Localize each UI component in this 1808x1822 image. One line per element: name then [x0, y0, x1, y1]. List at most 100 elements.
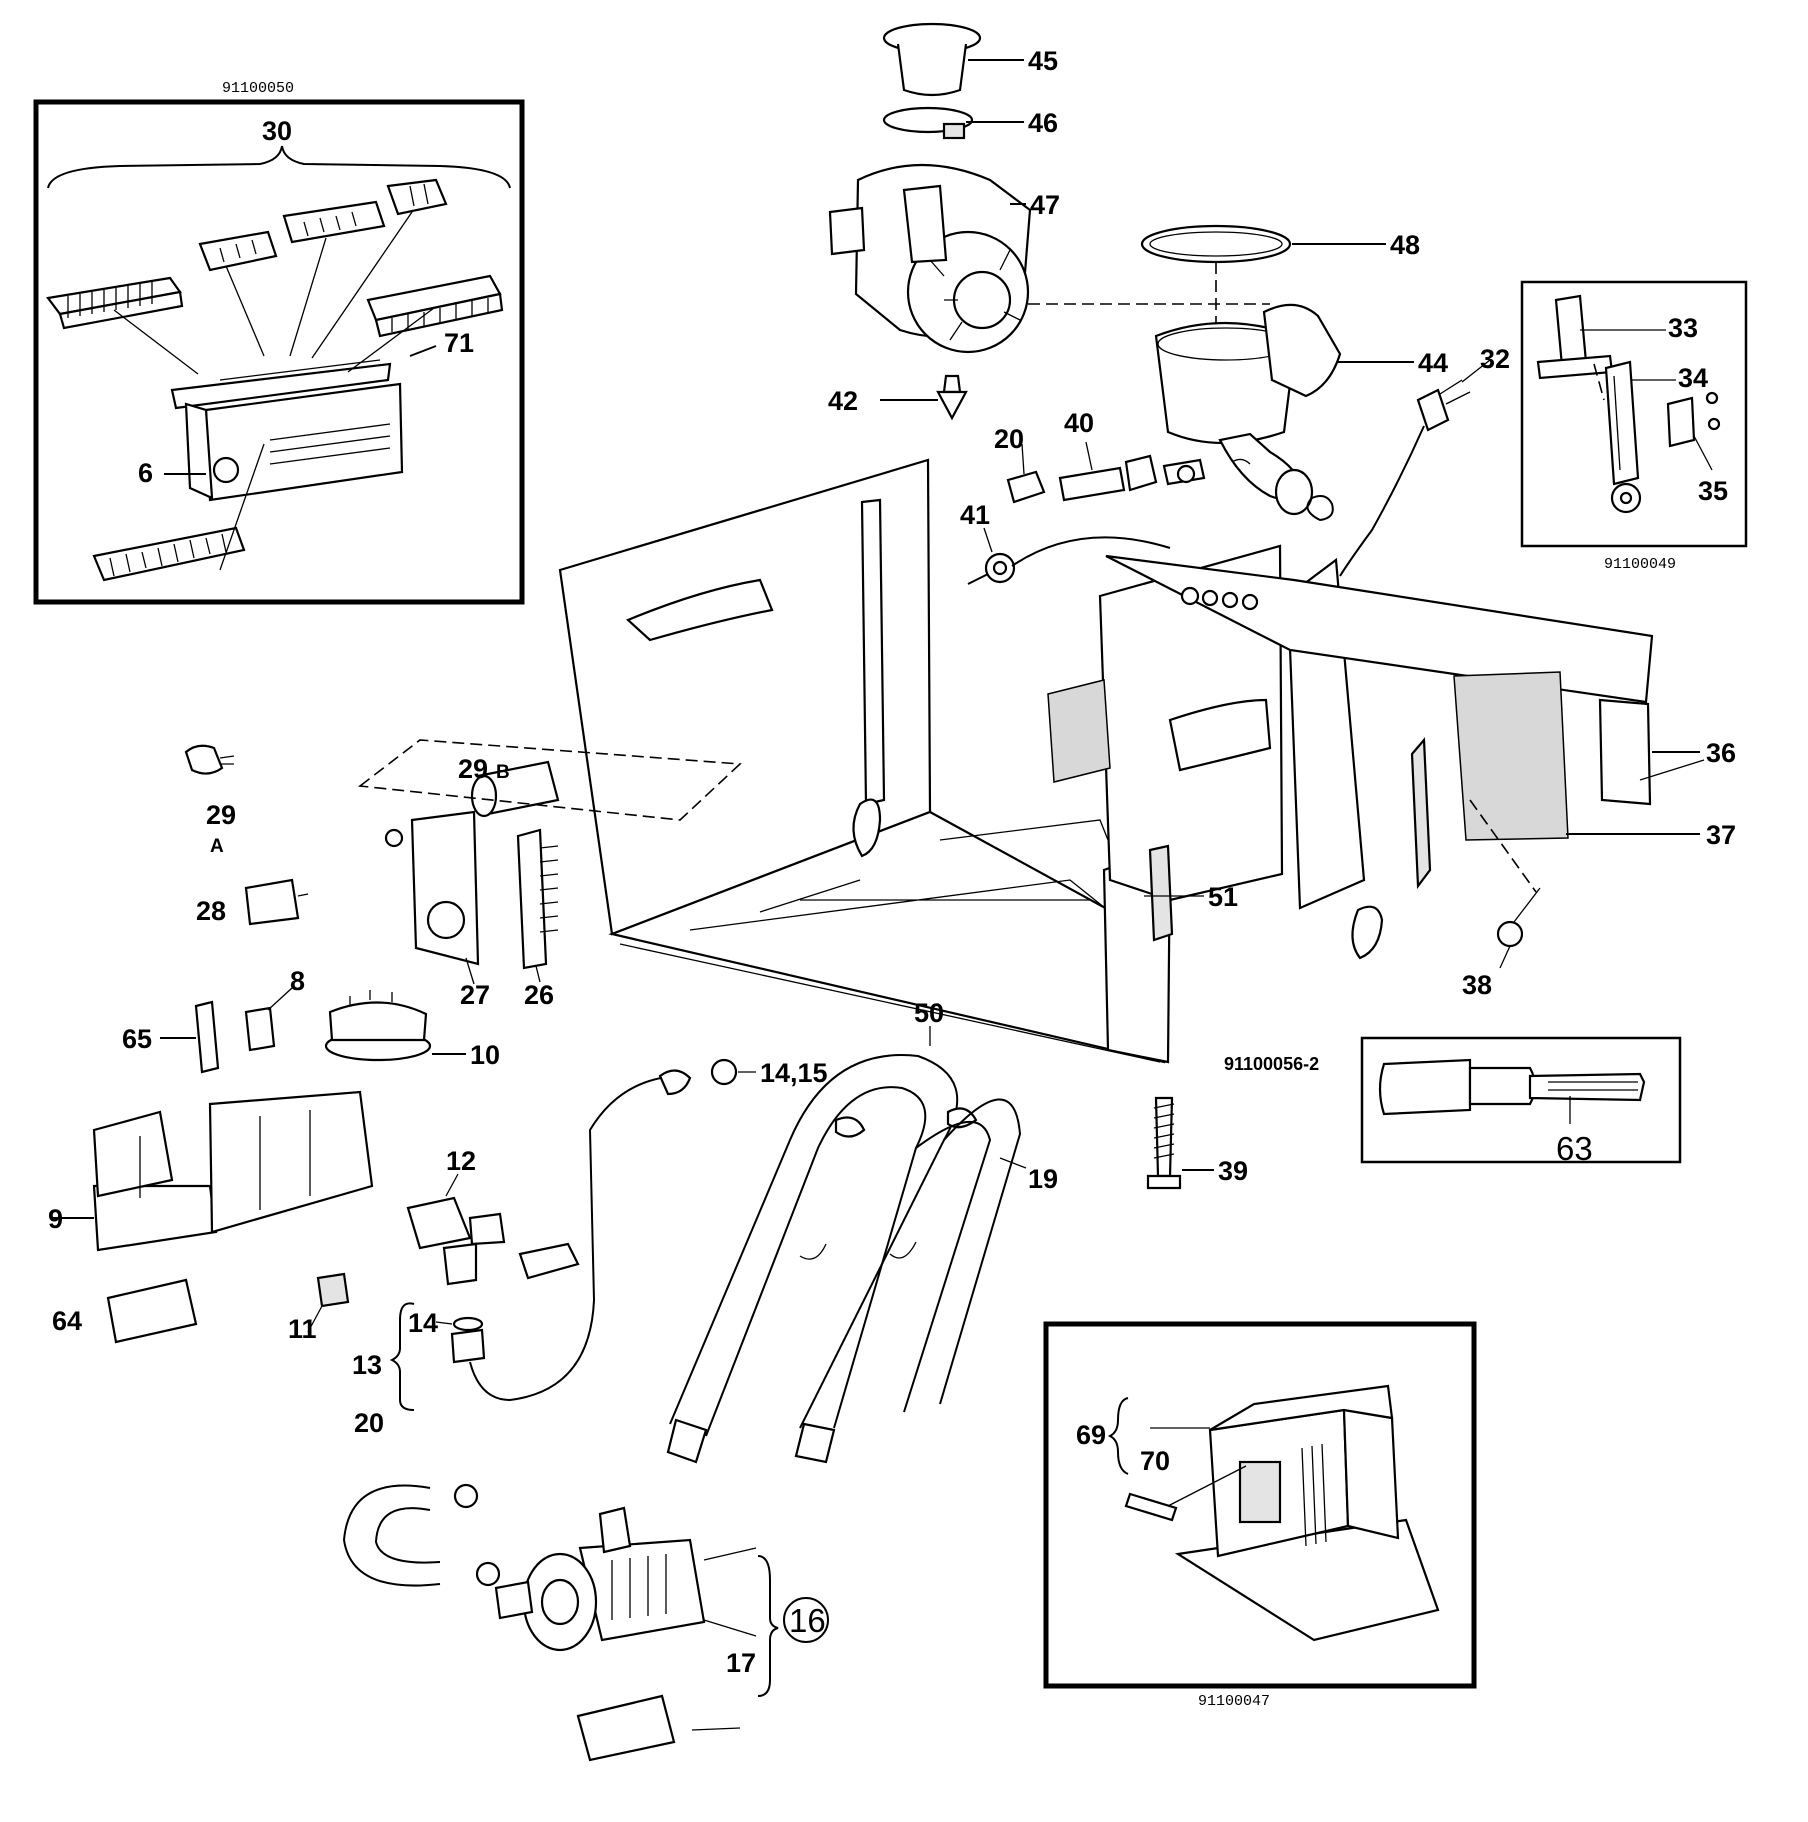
transformer-inset-frame [1043, 1321, 1477, 1689]
drain-hose-50 [666, 1054, 978, 1464]
group-circle-16 [783, 1597, 829, 1643]
group-label-30: 30 [262, 116, 292, 146]
part-label-29-b: 29 [458, 754, 488, 784]
part-label-47: 47 [1030, 190, 1060, 220]
insulation-pad [1453, 671, 1569, 841]
clip-64 [106, 1278, 198, 1344]
connector-small-3 [386, 178, 448, 216]
inlet-valve-12 [406, 1196, 580, 1286]
switch-29a [184, 744, 235, 775]
castor-clip [1666, 391, 1721, 448]
part-label-35: 35 [1698, 476, 1728, 506]
pressure-switch-10 [324, 990, 432, 1062]
part-label-37: 37 [1706, 820, 1736, 850]
insulation-left [1047, 679, 1111, 783]
terminal-block-26 [516, 828, 559, 970]
castor-arm [1604, 360, 1642, 514]
hose-20-bottom [342, 1483, 501, 1587]
part-label-9: 9 [48, 1204, 63, 1234]
part-label-33: 33 [1668, 313, 1698, 343]
torx-bit-tool [1378, 1058, 1646, 1116]
transformer-ref-code: 91100047 [1198, 1693, 1270, 1710]
part-label-12: 12 [446, 1146, 476, 1176]
part-label-26: 26 [524, 980, 554, 1010]
module-inset: 91100050 30 [33, 80, 525, 605]
connector-strip-left [46, 276, 184, 330]
module-ref-code: 91100050 [222, 80, 294, 97]
connector-40 [1058, 454, 1251, 502]
part-label-13: 13 [352, 1350, 382, 1380]
part-label-71: 71 [444, 328, 474, 358]
pump-bracket-17 [576, 1694, 741, 1762]
part-label-38: 38 [1462, 970, 1492, 1000]
grommet-38 [1469, 799, 1541, 969]
connector-small-1 [198, 230, 278, 272]
control-bracket-9 [92, 1090, 374, 1252]
mains-cable-32 [1306, 379, 1471, 577]
castor-inset-frame [1520, 280, 1748, 548]
tub-base-frame [558, 458, 1654, 1064]
part-label-10: 10 [470, 1040, 500, 1070]
part-label-27: 27 [460, 980, 490, 1010]
hose-20-top [1006, 470, 1046, 504]
hose-clip-46 [882, 106, 974, 140]
part-label-46: 46 [1028, 108, 1058, 138]
part-label-41: 41 [960, 500, 990, 530]
cable-41 [967, 536, 1171, 585]
part-label-32: 32 [1480, 344, 1510, 374]
pad-11 [316, 1272, 350, 1308]
part-label-42: 42 [828, 386, 858, 416]
part-label-44: 44 [1418, 348, 1448, 378]
drain-hose-19 [903, 1098, 1022, 1413]
bracket-27 [384, 810, 480, 966]
sump-44 [1154, 303, 1342, 516]
module-inset-frame [33, 99, 525, 605]
microswitch-8 [244, 1006, 276, 1052]
part-label-19: 19 [1028, 1164, 1058, 1194]
transformer-body [1174, 1384, 1440, 1642]
part-label-20-top: 20 [994, 424, 1024, 454]
castor-ref-code: 91100049 [1604, 556, 1676, 573]
circulation-pump-47 [828, 163, 1032, 354]
part-label-63: 63 [1556, 1130, 1593, 1167]
rear-strip-36 [1598, 698, 1705, 806]
capacitor-29b [470, 760, 560, 818]
part-label-29-a-suffix: A [210, 836, 224, 857]
group-brace-30 [47, 145, 511, 189]
connector-strip-right [366, 274, 504, 338]
part-label-36: 36 [1706, 738, 1736, 768]
part-label-51: 51 [1208, 882, 1238, 912]
part-label-40: 40 [1064, 408, 1094, 438]
part-label-16: 16 [789, 1602, 826, 1639]
part-label-45: 45 [1028, 46, 1058, 76]
part-label-50: 50 [914, 998, 944, 1028]
part-label-70: 70 [1140, 1446, 1170, 1476]
top-rail [1105, 554, 1654, 704]
part-label-14-15: 14,15 [760, 1058, 828, 1088]
part-label-17: 17 [726, 1648, 756, 1678]
part-label-65: 65 [122, 1024, 152, 1054]
transformer-inset: 91100047 69 70 [1043, 1321, 1477, 1710]
connector-strip-bottom [92, 526, 246, 582]
sleeve-45 [882, 22, 982, 97]
part-label-8: 8 [290, 966, 305, 996]
part-label-20-bottom: 20 [354, 1408, 384, 1438]
clamp-ring-48 [1140, 224, 1292, 264]
fuse [1124, 1492, 1178, 1522]
electronic-module-body [170, 359, 404, 502]
lever-65 [194, 1000, 220, 1074]
main-ref-code: 91100056-2 [1224, 1054, 1319, 1074]
part-label-6: 6 [138, 458, 153, 488]
tool-inset-frame [1360, 1036, 1682, 1164]
castor-bracket [1536, 294, 1614, 380]
inlet-hose-13 [450, 1058, 738, 1402]
part-label-11: 11 [288, 1314, 317, 1344]
connector-small-2 [282, 200, 386, 244]
part-label-28: 28 [196, 896, 226, 926]
part-label-48: 48 [1390, 230, 1420, 260]
valve-42 [936, 374, 968, 421]
part-label-34: 34 [1678, 363, 1708, 393]
tool-inset: 63 [1360, 1036, 1682, 1167]
part-label-29-a: 29 [206, 800, 236, 830]
